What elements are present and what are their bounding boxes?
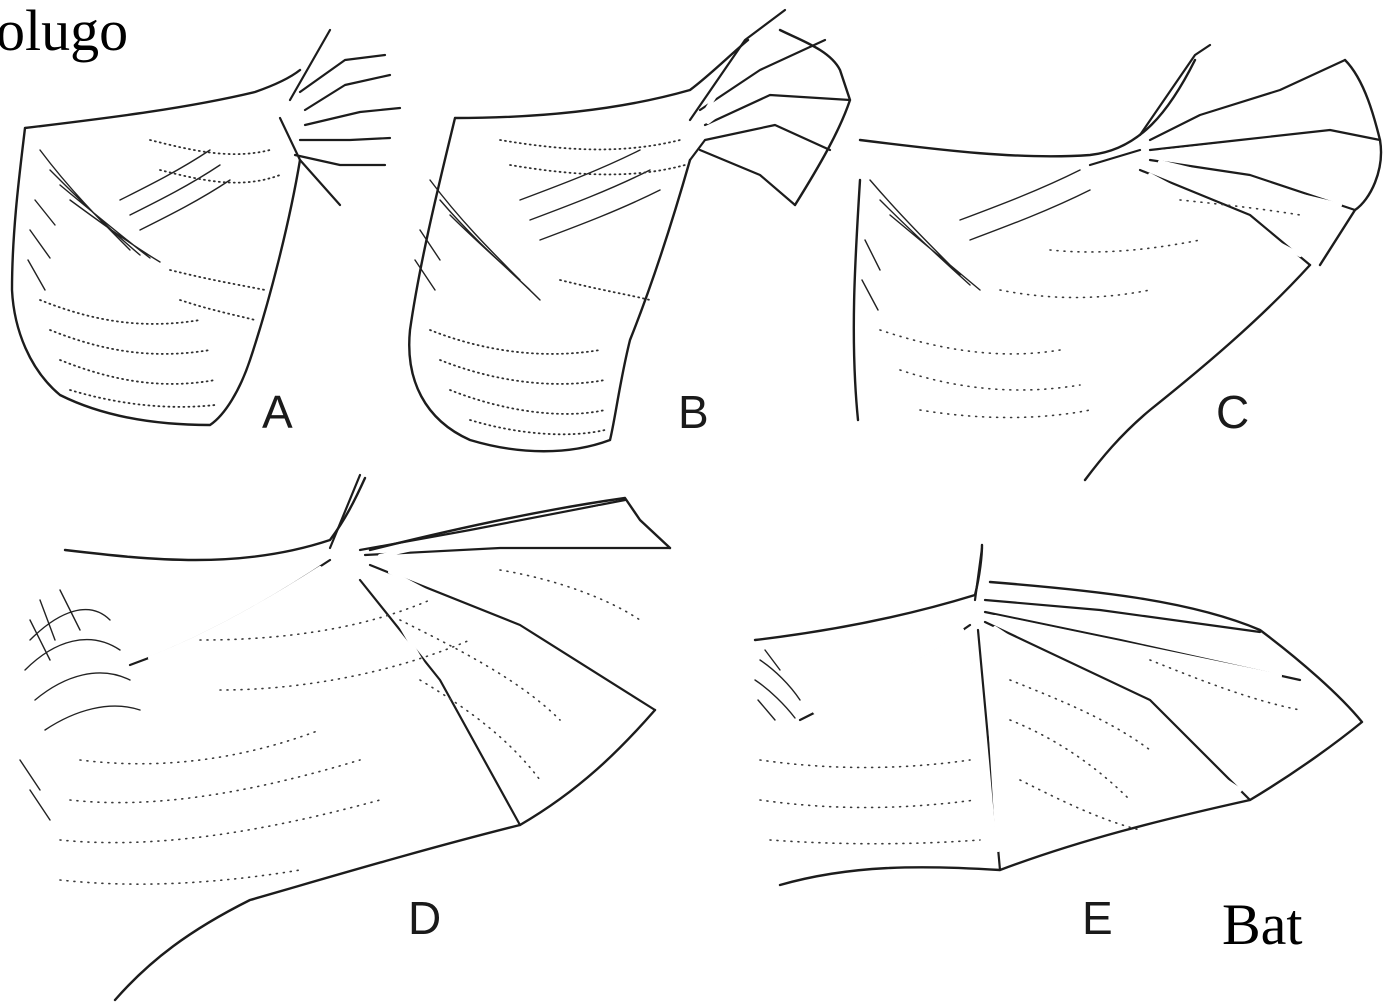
wing-d-stipple <box>60 570 640 884</box>
wing-e-stipple <box>760 660 1300 844</box>
wing-a-hand <box>280 30 400 205</box>
wing-b-fur <box>415 150 660 300</box>
panel-label-b: B <box>678 386 709 438</box>
wing-c-hand <box>1090 45 1380 265</box>
wing-panel-d: D <box>20 475 670 1000</box>
wing-panel-b: B <box>409 10 850 451</box>
panel-label-d: D <box>408 892 441 944</box>
wing-d-fur <box>20 590 140 820</box>
wing-d-hand <box>130 475 670 825</box>
wing-panel-e: E <box>755 545 1362 944</box>
wing-c-bone-fill <box>1150 98 1340 255</box>
wing-c-fur <box>862 170 1090 310</box>
panel-label-a: A <box>262 386 293 438</box>
wing-c-stipple <box>880 200 1300 418</box>
wing-panel-a: A <box>12 30 400 438</box>
wing-d-bone-fill <box>150 508 650 805</box>
caption-colugo: olugo <box>0 0 128 63</box>
panel-label-e: E <box>1082 892 1113 944</box>
wing-e-hand <box>800 548 1300 870</box>
wing-d-membrane-outline <box>65 478 670 1000</box>
wing-panel-c: C <box>854 45 1381 480</box>
wing-a-membrane-outline <box>12 70 300 425</box>
panel-label-c: C <box>1216 386 1249 438</box>
wing-e-membrane-outline <box>755 545 1362 885</box>
wing-e-bone-fill <box>815 606 1280 850</box>
wing-e-fur <box>755 650 800 720</box>
wing-b-membrane-outline <box>409 30 850 451</box>
wing-b-stipple <box>430 140 685 434</box>
caption-bat: Bat <box>1222 892 1303 957</box>
wing-b-hand <box>690 10 850 205</box>
wing-a-fur <box>28 150 230 290</box>
wing-c-membrane-outline <box>854 60 1381 480</box>
